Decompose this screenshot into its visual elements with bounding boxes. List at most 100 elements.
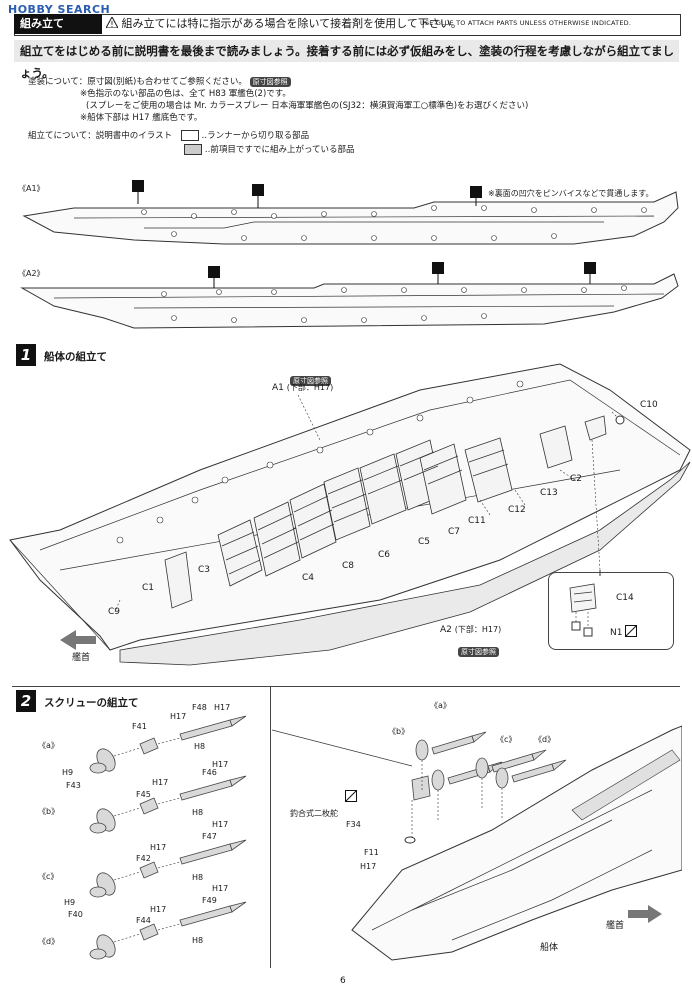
lbl-f48: F48 — [192, 703, 207, 712]
step2-divider — [12, 686, 680, 969]
warning-en: USE GLUE TO ATTACH PARTS UNLESS OTHERWIS… — [420, 19, 632, 27]
lbl-b: 《b》 — [38, 807, 60, 816]
step1-scale-badge: 原寸図参照 — [290, 376, 331, 386]
page-number: 6 — [340, 976, 346, 986]
lbl-h17-f48: H17 — [214, 703, 231, 712]
painting-line2: ※色指示のない部品の色は、全て H83 軍艦色(2)です。 — [80, 89, 291, 99]
part-c14: C14 — [616, 593, 634, 603]
lbl-h9-c: H9 — [64, 898, 76, 907]
lbl-h9-a: H9 — [62, 768, 74, 777]
r-lbl-b: 《b》 — [388, 727, 410, 736]
lbl-h8-c: H8 — [192, 873, 204, 882]
step1-header: 1 船体の組立て — [16, 344, 107, 366]
propeller-parts-illustration — [89, 715, 247, 960]
c14-illustration — [569, 583, 597, 637]
scale-ref-badge: 原寸図参照 — [249, 77, 291, 87]
watermark-logo: HOBBY SEARCH — [8, 3, 111, 16]
lbl-h8-b: H8 — [192, 808, 204, 817]
a2-label: 《A2》 — [18, 269, 45, 278]
step1-number: 1 — [16, 344, 36, 366]
r-lbl-f11: F11 — [364, 848, 379, 857]
detail-box-c14 — [548, 572, 674, 650]
part-c9: C9 — [108, 607, 121, 617]
svg-text:!: ! — [110, 20, 113, 28]
painting-line1: 塗装について：原寸図(別紙)も合わせてご参照ください。 — [28, 77, 247, 87]
bow-label-2: 艦首 — [606, 921, 625, 931]
lbl-c: 《c》 — [38, 872, 59, 881]
lbl-h17-b1: H17 — [212, 760, 229, 769]
a1-label: 《A1》 — [18, 184, 45, 193]
drill-icon — [208, 262, 596, 288]
a2-callout: A2 (下部：H17) — [440, 624, 501, 635]
hull-strip-a1 — [22, 180, 679, 245]
hole-note: ※裏面の凹穴をピンバイスなどで貫通します。 — [488, 189, 654, 198]
legend-item2: ‥前項目ですでに組み上がっている部品 — [204, 145, 355, 155]
part-c3: C3 — [198, 565, 211, 575]
painting-line4: ※船体下部は H17 艦底色です。 — [80, 113, 203, 123]
lead-text: 組立てをはじめる前に説明書を最後まで読みましょう。接着する前には必ず仮組みをし、… — [14, 40, 679, 80]
r-lbl-c: 《c》 — [496, 735, 517, 744]
step2-header: 2 スクリューの組立て — [16, 690, 139, 712]
drill-icon — [132, 180, 482, 208]
painting-line3: (スプレーをご使用の場合は Mr. カラースプレー 日本海軍軍艦色の(SJ32：… — [86, 101, 529, 111]
part-c5: C5 — [418, 537, 431, 547]
a2-callout-part: A2 — [440, 625, 452, 635]
step2-number: 2 — [16, 690, 36, 712]
assembly-legend-2: ‥前項目ですでに組み上がっている部品 — [184, 144, 355, 156]
step2-column-divider — [270, 686, 271, 968]
part-c13: C13 — [540, 488, 558, 498]
section-title: 組み立て — [14, 14, 102, 34]
r-lbl-f34: F34 — [346, 820, 361, 829]
r-lbl-h17: H17 — [360, 862, 377, 871]
lbl-h17-f44: H17 — [150, 905, 167, 914]
lbl-f41: F41 — [132, 722, 147, 731]
bow-arrow-icon — [60, 630, 96, 650]
part-c1: C1 — [142, 583, 155, 593]
part-n1: N1 — [610, 625, 638, 638]
lbl-f40: F40 — [68, 910, 83, 919]
step2-title: スクリューの組立て — [44, 697, 139, 709]
part-c6: C6 — [378, 550, 391, 560]
warning-jp: 組み立てには特に指示がある場合を除いて接着剤を使用して下さい。 — [121, 17, 462, 30]
part-c7: C7 — [448, 527, 461, 537]
hull-label: 船体 — [540, 943, 559, 953]
a1-callout: A1 (下部：H17) — [272, 382, 333, 393]
a1-callout-part: A1 — [272, 383, 284, 393]
bow-label-1: 艦首 — [72, 653, 91, 663]
step1-title: 船体の組立て — [44, 351, 107, 363]
a1-callout-sub: (下部：H17) — [286, 383, 334, 392]
no-glue-icon-2 — [345, 790, 357, 802]
lbl-f44: F44 — [136, 916, 151, 925]
lbl-h17-f45: H17 — [152, 778, 169, 787]
part-c11: C11 — [468, 516, 486, 526]
bulkhead-parts — [164, 415, 607, 609]
legend-item1: ‥ランナーから切り取る部品 — [201, 131, 310, 141]
r-lbl-a: 《a》 — [430, 701, 451, 710]
glue-warning: ! 組み立てには特に指示がある場合を除いて接着剤を使用して下さい。 — [105, 15, 462, 32]
lbl-h17-c1: H17 — [212, 820, 229, 829]
part-c10: C10 — [640, 400, 658, 410]
part-c12: C12 — [508, 505, 526, 515]
lbl-f43: F43 — [66, 781, 81, 790]
lbl-d: 《d》 — [38, 937, 60, 946]
a2-scale-badge: 原寸図参照 — [458, 647, 499, 657]
lbl-a: 《a》 — [38, 741, 59, 750]
lbl-h8-d: H8 — [192, 936, 204, 945]
lbl-h17-f42: H17 — [150, 843, 167, 852]
step1-hull-illustration — [9, 363, 691, 666]
a2-badge-wrap: 原寸図参照 — [458, 639, 499, 658]
legend-label: 組立てについて：説明書中のイラスト — [28, 131, 173, 141]
lbl-h17-d1: H17 — [212, 884, 229, 893]
hull-strip-a2 — [20, 262, 679, 329]
part-c2: C2 — [570, 474, 583, 484]
lbl-f45: F45 — [136, 790, 151, 799]
a2-callout-sub: (下部：H17) — [454, 625, 502, 634]
legend-swatch-grey — [184, 144, 202, 155]
rudder-note: 釣合式二枚舵 — [290, 809, 338, 818]
legend-swatch-white — [180, 130, 199, 141]
part-c8: C8 — [342, 561, 355, 571]
step1-badge-wrap: 原寸図参照 — [290, 368, 331, 387]
lbl-f49: F49 — [202, 896, 217, 905]
lbl-h8-a: H8 — [194, 742, 206, 751]
lbl-f47: F47 — [202, 832, 217, 841]
